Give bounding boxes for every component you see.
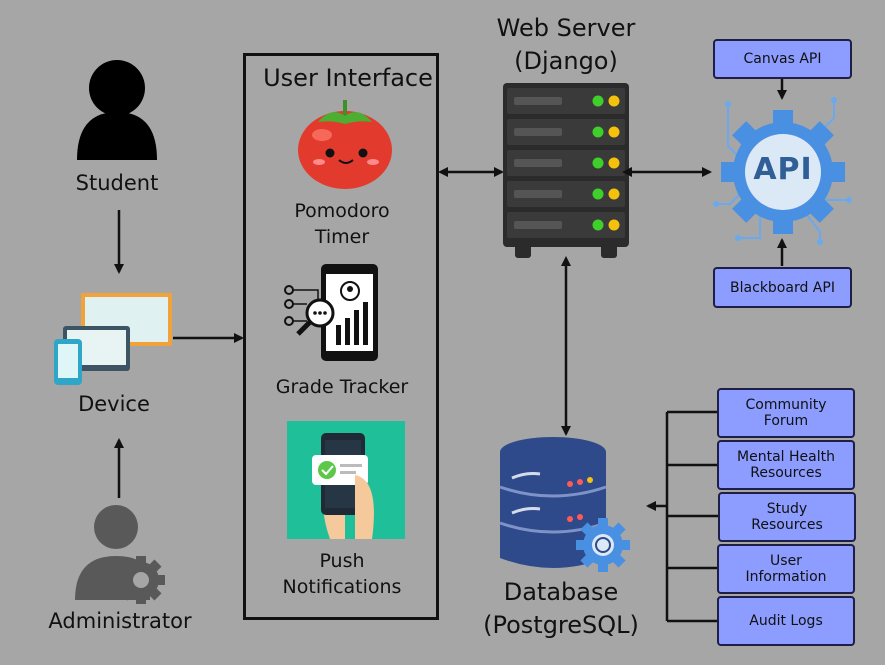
web-server-title: Web Server (Django) — [476, 13, 656, 76]
resource-line: Forum — [763, 413, 809, 429]
feature-label-line: Grade Tracker — [275, 376, 409, 398]
resource-line: Community — [745, 397, 827, 413]
blackboard-api-box: Blackboard API — [713, 267, 852, 308]
person-icon — [77, 60, 157, 160]
canvas-api-box: Canvas API — [713, 39, 852, 79]
devices-icon — [54, 293, 172, 385]
server-rack-icon — [503, 83, 629, 258]
resource-line: User — [770, 553, 802, 569]
feature-label-line: Push — [319, 550, 365, 572]
student-label: Student — [75, 171, 159, 195]
tomato-icon — [298, 100, 392, 189]
resources-bracket — [665, 410, 718, 623]
database-engine: (PostgreSQL) — [483, 611, 639, 639]
administrator-label: Administrator — [48, 609, 192, 633]
server-unit — [507, 150, 625, 176]
server-led-yellow — [608, 126, 620, 138]
server-led-yellow — [608, 157, 620, 169]
phone-notification-icon — [287, 421, 405, 539]
grade-tracker-icon — [284, 264, 378, 361]
device-label: Device — [78, 392, 150, 416]
web-server-framework: (Django) — [514, 47, 618, 75]
server-unit — [507, 181, 625, 207]
server-slot — [514, 97, 562, 105]
resource-line: Resources — [750, 465, 822, 481]
database-title: Database (PostgreSQL) — [461, 577, 661, 640]
server-led-green — [592, 126, 604, 138]
server-unit — [507, 212, 625, 238]
resource-line: Audit Logs — [749, 613, 823, 629]
resource-line: Study — [766, 501, 808, 517]
resource-line: Resources — [751, 517, 823, 533]
api-icon-text: API — [753, 152, 813, 187]
api-gear-icon — [713, 97, 852, 245]
database-icon — [499, 437, 630, 572]
server-unit — [507, 119, 625, 145]
user-interface-panel — [243, 53, 439, 620]
feature-push-notifications: Push Notifications — [266, 548, 418, 600]
server-slot — [514, 221, 562, 229]
feature-grade-tracker: Grade Tracker — [266, 374, 418, 400]
feature-label-line: Timer — [314, 226, 370, 248]
feature-label-line: Notifications — [282, 576, 402, 598]
resource-audit-logs: Audit Logs — [717, 596, 855, 646]
feature-pomodoro-timer: Pomodoro Timer — [266, 198, 418, 250]
server-led-green — [592, 157, 604, 169]
server-led-yellow — [608, 188, 620, 200]
server-unit — [507, 88, 625, 114]
user-interface-title: User Interface — [263, 64, 433, 92]
server-led-green — [592, 188, 604, 200]
server-led-green — [592, 95, 604, 107]
web-server-name: Web Server — [496, 14, 636, 42]
server-slot — [514, 190, 562, 198]
server-led-yellow — [608, 219, 620, 231]
server-slot — [514, 128, 562, 136]
resource-line: Mental Health — [737, 449, 835, 465]
resource-line: Information — [745, 569, 827, 585]
server-slot — [514, 159, 562, 167]
server-led-yellow — [608, 95, 620, 107]
feature-label-line: Pomodoro — [294, 200, 390, 222]
server-led-green — [592, 219, 604, 231]
database-name: Database — [503, 578, 619, 606]
admin-gear-icon — [75, 505, 165, 604]
